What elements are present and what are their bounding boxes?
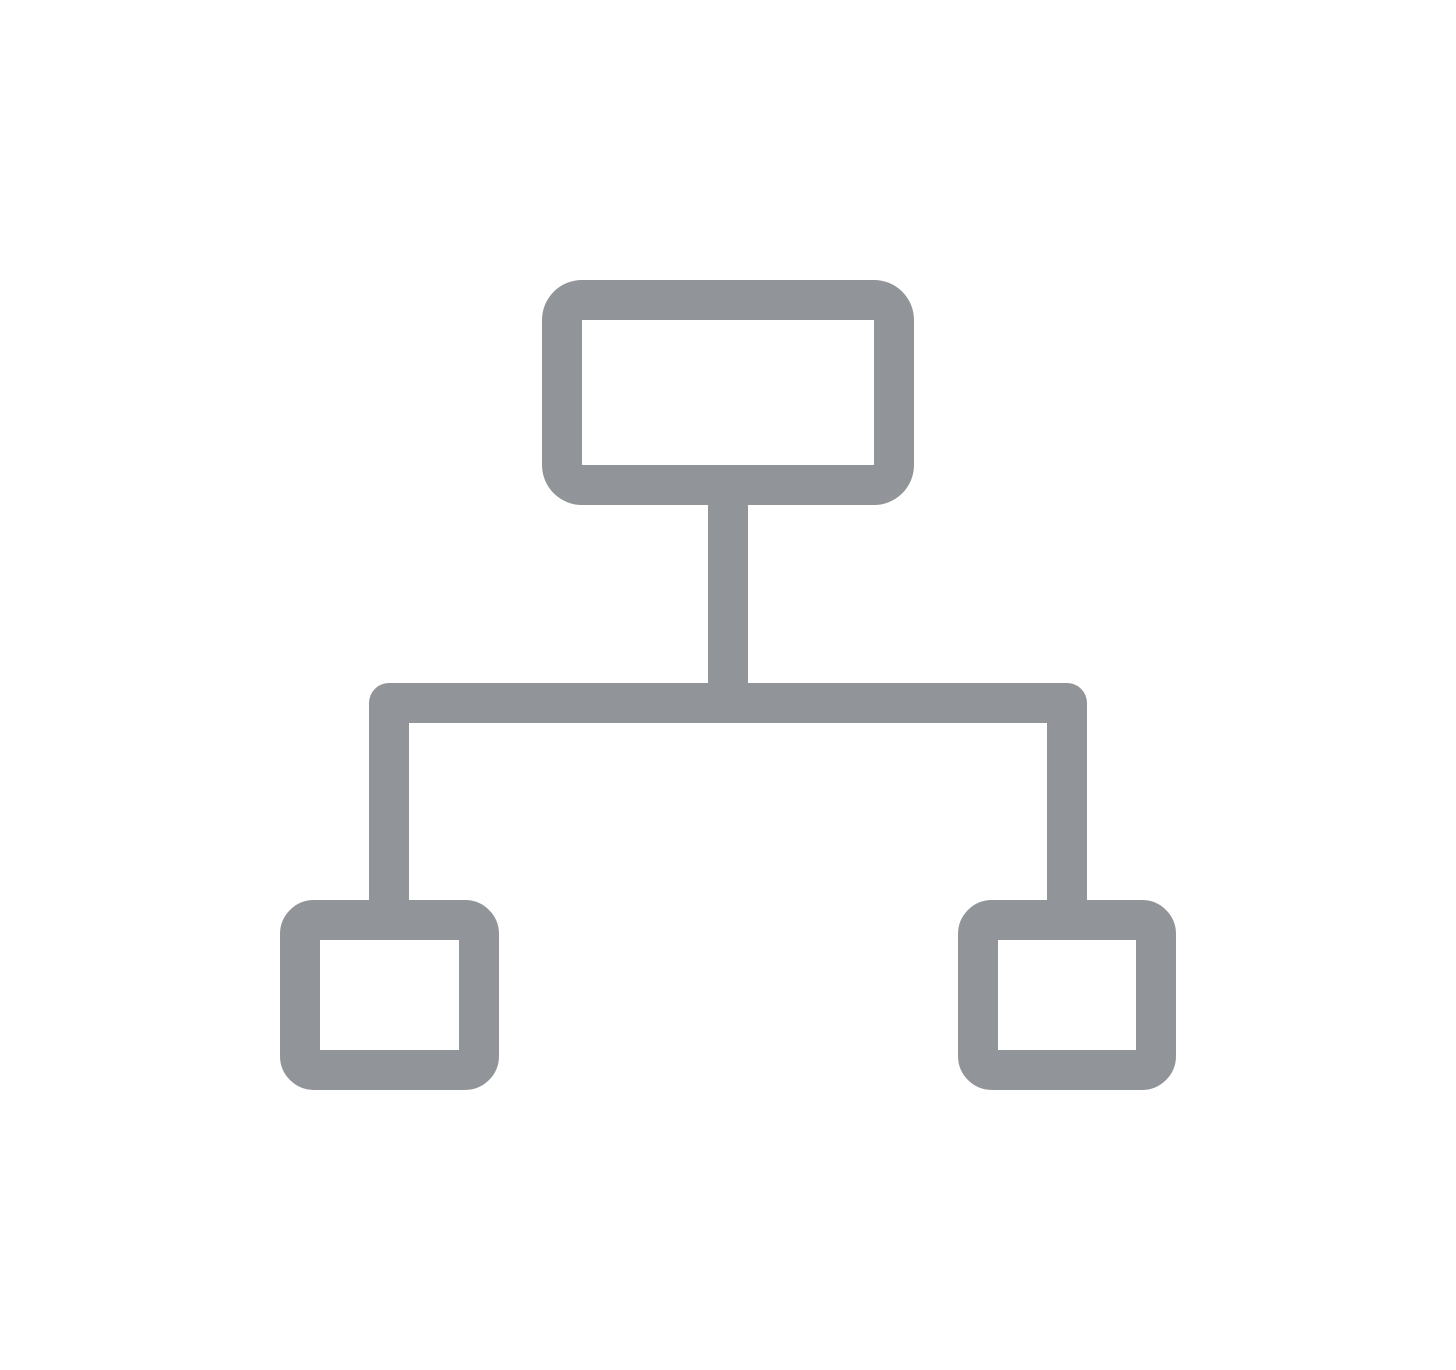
right-child-box bbox=[958, 900, 1176, 1090]
left-child-box bbox=[280, 900, 499, 1090]
branch-connector bbox=[369, 683, 1087, 920]
top-node-box bbox=[542, 280, 914, 505]
